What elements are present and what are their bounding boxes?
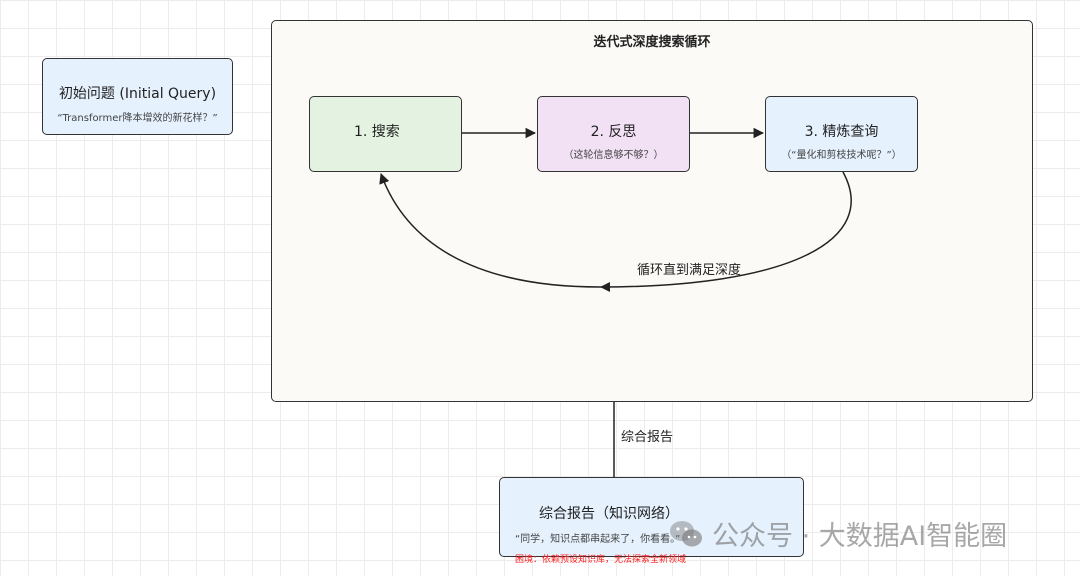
refine-node: 3. 精炼查询 （“量化和剪枝技术呢？”）: [765, 96, 918, 172]
search-node: 1. 搜索: [309, 96, 462, 172]
reflect-node-title: 2. 反思: [590, 124, 637, 140]
search-node-title: 1. 搜索: [354, 124, 400, 140]
refine-node-subtitle: （“量化和剪枝技术呢？”）: [781, 150, 902, 161]
loop-edge-label: 循环直到满足深度: [637, 263, 742, 278]
report-node-subtitle: “同学，知识点都串起来了，你看看。”: [515, 534, 681, 545]
initial-query-node: 初始问题 (Initial Query) “Transformer降本增效的新花…: [42, 58, 233, 135]
initial-query-title: 初始问题 (Initial Query): [58, 86, 217, 102]
reflect-node: 2. 反思 （这轮信息够不够？）: [537, 96, 690, 172]
reflect-node-subtitle: （这轮信息够不够？）: [563, 150, 664, 161]
watermark: 公众号 · 大数据AI智能圈: [668, 514, 1007, 553]
report-node: 综合报告（知识网络） “同学，知识点都串起来了，你看看。”: [499, 477, 804, 557]
refine-node-title: 3. 精炼查询: [804, 124, 879, 140]
watermark-text: 公众号 · 大数据AI智能圈: [712, 521, 1008, 552]
loop-back-arrow: [379, 171, 852, 288]
report-edge-label: 综合报告: [621, 430, 674, 445]
loop-mid-arrowhead: [600, 282, 610, 292]
frame-title: 迭代式深度搜索循环: [593, 35, 711, 50]
initial-query-subtitle: “Transformer降本增效的新花样？”: [57, 113, 218, 124]
wechat-icon: [670, 520, 702, 546]
deep-search-loop-frame: 迭代式深度搜索循环: [271, 20, 1033, 402]
limitation-warning: 困境：依赖预设知识库，无法探索全新领域: [515, 555, 687, 565]
report-node-title: 综合报告（知识网络）: [539, 506, 679, 522]
